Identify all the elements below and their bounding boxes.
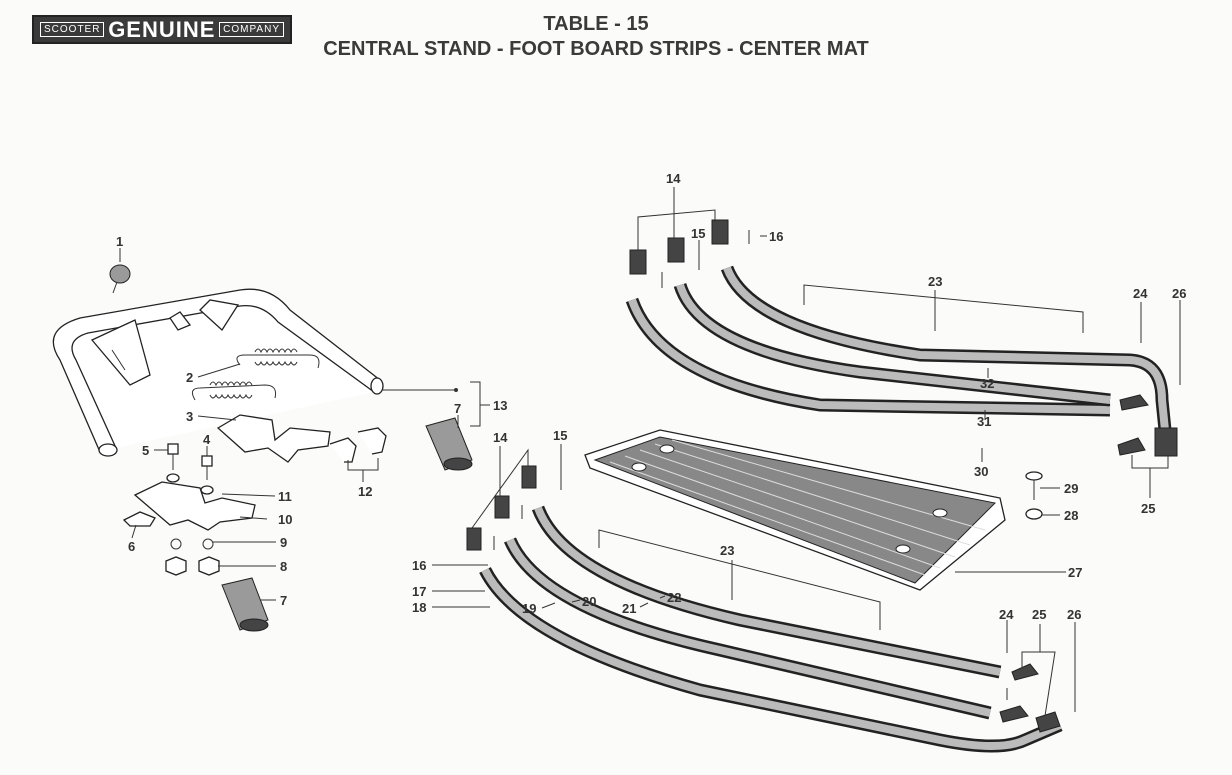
callout-7-lower: 7 — [280, 593, 287, 608]
callout-11: 11 — [278, 489, 292, 504]
lower-strips — [466, 465, 1076, 753]
part-12-clips — [329, 427, 387, 463]
strip-clip — [711, 219, 729, 245]
callout-14-lower: 14 — [493, 430, 508, 445]
callout-4: 4 — [203, 432, 211, 447]
strip-clip — [667, 237, 685, 263]
scooter-genuine-logo: SCOOTER GENUINE COMPANY — [32, 15, 292, 44]
logo-company: COMPANY — [219, 22, 284, 37]
callout-6: 6 — [128, 539, 135, 554]
callout-15-upper: 15 — [691, 226, 705, 241]
callout-14-upper: 14 — [666, 171, 681, 186]
callouts: 1 2 3 4 5 6 7 7 8 9 10 11 12 13 14 14 15… — [116, 171, 1186, 622]
upper-strips — [625, 219, 1181, 457]
page-title: CENTRAL STAND - FOOT BOARD STRIPS - CENT… — [323, 38, 869, 60]
callout-30: 30 — [974, 464, 988, 479]
callout-7-upper: 7 — [454, 401, 461, 416]
callout-13: 13 — [493, 398, 507, 413]
callout-25-lower: 25 — [1032, 607, 1046, 622]
callout-26-lower: 26 — [1067, 607, 1081, 622]
part-8-nuts — [165, 556, 220, 576]
callout-17: 17 — [412, 584, 426, 599]
part-2-springs — [191, 348, 320, 401]
part-3-bracket — [216, 414, 331, 463]
callout-28: 28 — [1064, 508, 1078, 523]
callout-31: 31 — [977, 414, 991, 429]
callout-24-upper: 24 — [1133, 286, 1148, 301]
part-5-bolt — [166, 443, 180, 483]
callout-16-upper: 16 — [769, 229, 783, 244]
callout-21: 21 — [622, 601, 636, 616]
callout-18: 18 — [412, 600, 426, 615]
callout-10: 10 — [278, 512, 292, 527]
callout-23-lower: 23 — [720, 543, 734, 558]
callout-12: 12 — [358, 484, 372, 499]
callout-20: 20 — [582, 594, 596, 609]
callout-15-lower: 15 — [553, 428, 567, 443]
part-10-plate — [133, 481, 256, 531]
table-number: TABLE - 15 — [543, 13, 649, 35]
logo-genuine: GENUINE — [108, 16, 216, 42]
leader-lines — [119, 187, 1181, 717]
callout-16-lower: 16 — [412, 558, 426, 573]
part-4-bolt — [200, 455, 214, 495]
callout-23-upper: 23 — [928, 274, 942, 289]
callout-27: 27 — [1068, 565, 1082, 580]
strip-clip — [629, 249, 647, 275]
callout-26-upper: 26 — [1172, 286, 1186, 301]
callout-19: 19 — [522, 601, 536, 616]
part-7-rubber-foot-lower — [221, 577, 269, 632]
part-1-knob — [109, 264, 131, 294]
callout-2: 2 — [186, 370, 193, 385]
part-29-screw — [1025, 471, 1043, 500]
callout-22: 22 — [667, 590, 681, 605]
callout-32: 32 — [980, 376, 994, 391]
part-9-circlips — [170, 538, 214, 550]
central-stand-frame — [52, 288, 384, 457]
part-27-center-mat — [584, 429, 1006, 591]
part-28-washer — [1025, 508, 1043, 520]
logo-scooter: SCOOTER — [40, 22, 105, 37]
callout-29: 29 — [1064, 481, 1078, 496]
callout-8: 8 — [280, 559, 287, 574]
stand-group — [52, 264, 473, 632]
callout-9: 9 — [280, 535, 287, 550]
callout-1: 1 — [116, 234, 123, 249]
callout-25-upper: 25 — [1141, 501, 1155, 516]
part-7-rubber-foot-upper — [425, 417, 473, 471]
part-6-clip — [122, 511, 156, 527]
callout-3: 3 — [186, 409, 193, 424]
callout-24-lower: 24 — [999, 607, 1014, 622]
callout-5: 5 — [142, 443, 149, 458]
